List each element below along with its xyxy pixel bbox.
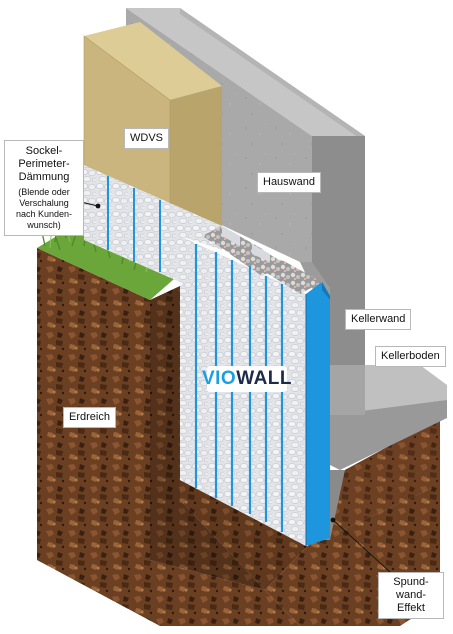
soil-left-side — [150, 286, 265, 590]
kellerboden-label: Kellerboden — [375, 346, 446, 367]
viowall-logo-wall: WALL — [236, 368, 293, 389]
hauswand-top — [126, 8, 365, 136]
soil-right-top-tex — [308, 418, 440, 546]
kellerwand-label: Kellerwand — [345, 309, 412, 330]
wdvs-front — [84, 36, 170, 204]
sockel-perimeter-label: Sockel- Perimeter- Dämmung (Blende oder … — [4, 140, 84, 236]
hauswand-label: Hauswand — [257, 172, 321, 193]
wdvs-label: WDVS — [124, 128, 169, 149]
kellerboden-inner — [330, 365, 365, 415]
erdreich-label: Erdreich — [63, 407, 116, 428]
soil-left-front — [37, 248, 300, 626]
gravel-top-3 — [262, 260, 322, 294]
soil-under-insulation — [180, 480, 308, 590]
wdvs-top — [84, 22, 222, 100]
sockel-stripes — [107, 176, 161, 272]
kellerboden-top — [365, 365, 447, 415]
viowall-side-blue — [306, 282, 330, 546]
kellerboden-front — [330, 400, 447, 470]
viowall-stripes — [194, 244, 284, 532]
wdvs-front2 — [170, 86, 222, 226]
sockel-sub-text: (Blende oder Verschalung nach Kunden- wu… — [15, 187, 73, 230]
hauswand-side — [312, 136, 365, 365]
sockel-insulation — [84, 165, 222, 282]
viowall-logo-vio: VIO — [201, 368, 237, 389]
sockel-main-text: Sockel- Perimeter- Dämmung — [18, 145, 70, 183]
hauswand-top-edge — [180, 8, 365, 142]
spundwand-label: Spund- wand- Effekt — [378, 572, 444, 619]
